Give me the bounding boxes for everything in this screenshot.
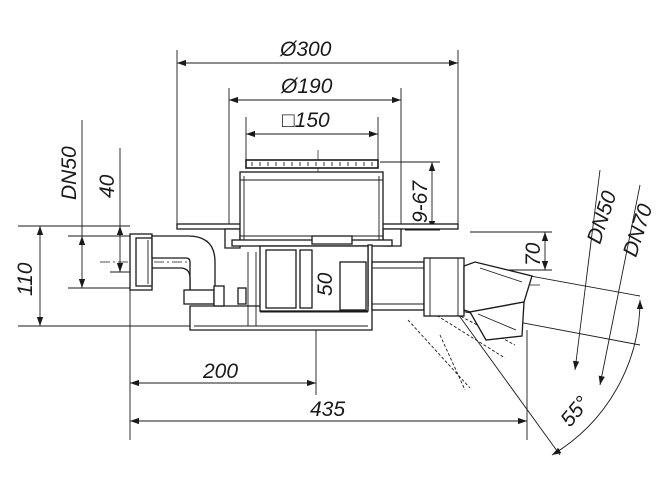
dim-square-150: □150 xyxy=(282,109,330,132)
dim-diameter-300: Ø300 xyxy=(279,38,332,61)
dim-length-435: 435 xyxy=(310,398,345,421)
grate-assembly xyxy=(231,159,393,247)
dim-dn50-right: DN50 xyxy=(583,188,622,246)
angle-arc xyxy=(551,299,644,456)
dim-height-110: 110 xyxy=(14,262,37,296)
dim-height-70: 70 xyxy=(522,242,545,266)
dim-length-200: 200 xyxy=(202,360,238,383)
drain-body xyxy=(189,244,373,331)
dim-angle-55: 55° xyxy=(556,392,594,431)
dim-dn70-right: DN70 xyxy=(619,201,658,259)
left-inlet-pipe xyxy=(129,233,225,307)
dimension-lines xyxy=(36,59,549,425)
dim-dn50-left: DN50 xyxy=(58,146,81,200)
dim-height-40: 40 xyxy=(96,174,119,198)
dim-adjust-9-67: 9-67 xyxy=(409,180,432,223)
right-outlet-pipe xyxy=(371,257,533,341)
dim-diameter-190: Ø190 xyxy=(280,75,333,98)
dim-height-50: 50 xyxy=(314,272,337,296)
